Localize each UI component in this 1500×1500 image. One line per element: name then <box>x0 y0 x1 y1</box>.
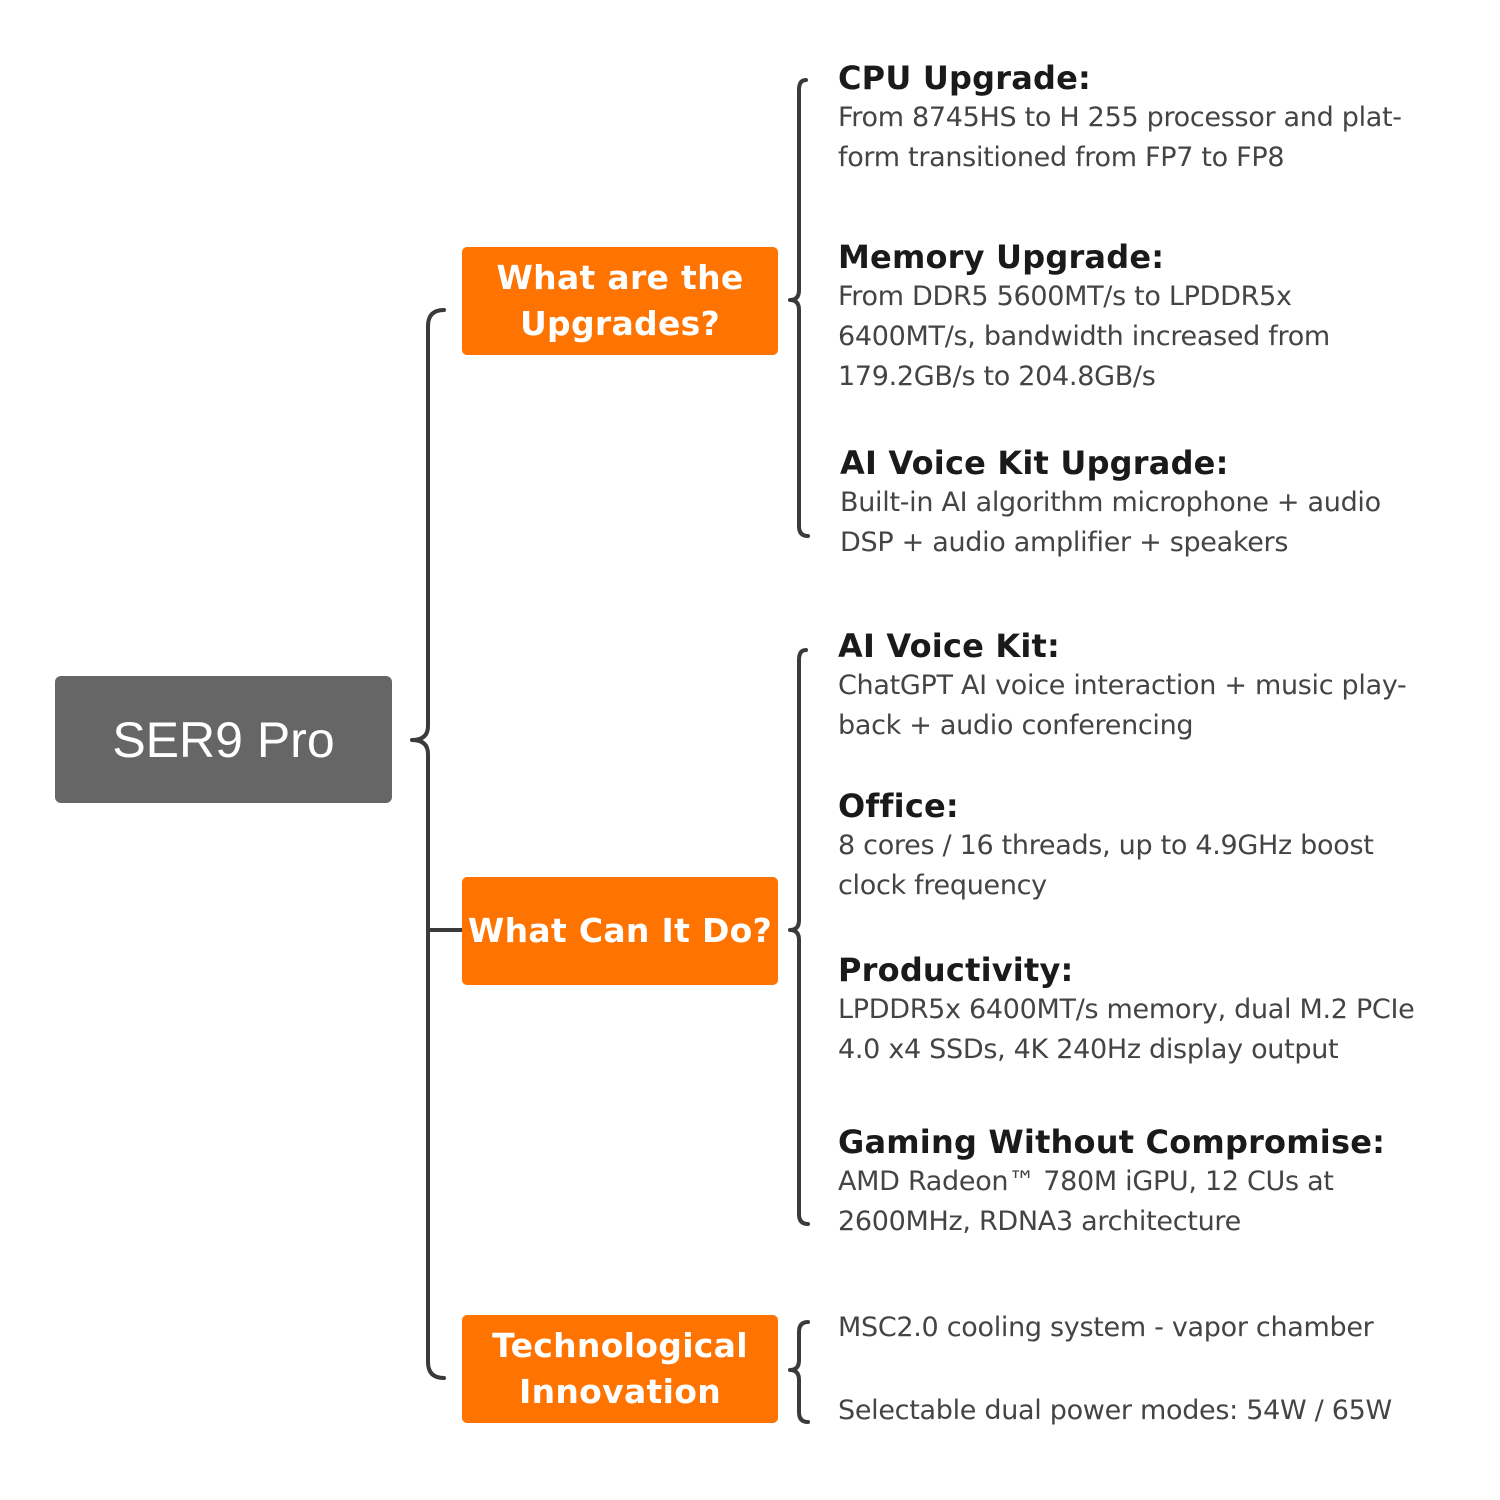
branch-3-brace <box>788 1320 810 1424</box>
leaf-cooling: MSC2.0 cooling system - vapor chamber <box>838 1308 1478 1348</box>
leaf-text: From DDR5 5600MT/s to LPDDR5x 6400MT/s, … <box>838 281 1330 392</box>
leaf-title: Productivity: <box>838 951 1074 989</box>
leaf-text: Built-in AI algorithm microphone + audio… <box>840 487 1381 558</box>
leaf-title: CPU Upgrade: <box>838 59 1092 97</box>
root-brace <box>410 308 446 1380</box>
leaf-title: Office: <box>838 787 959 825</box>
root-node: SER9 Pro <box>55 676 392 803</box>
leaf-text: LPDDR5x 6400MT/s memory, dual M.2 PCIe 4… <box>838 994 1415 1065</box>
leaf-productivity: Productivity: LPDDR5x 6400MT/s memory, d… <box>838 950 1478 1070</box>
leaf-title: AI Voice Kit: <box>838 627 1061 665</box>
branch-label: Technological Innovation <box>492 1326 748 1411</box>
leaf-text: AMD Radeon™ 780M iGPU, 12 CUs at 2600MHz… <box>838 1166 1334 1237</box>
branch-label: What are the Upgrades? <box>496 258 744 343</box>
leaf-cpu-upgrade: CPU Upgrade: From 8745HS to H 255 proces… <box>838 58 1478 178</box>
branch-innovation: Technological Innovation <box>462 1315 778 1423</box>
leaf-power-modes: Selectable dual power modes: 54W / 65W <box>838 1391 1478 1431</box>
branch-1-brace <box>788 78 810 538</box>
leaf-office: Office: 8 cores / 16 threads, up to 4.9G… <box>838 786 1478 906</box>
branch-upgrades: What are the Upgrades? <box>462 247 778 355</box>
leaf-text: ChatGPT AI voice interaction + music pla… <box>838 670 1407 741</box>
branch-2-brace <box>788 648 810 1226</box>
leaf-title: AI Voice Kit Upgrade: <box>840 444 1229 482</box>
leaf-ai-voice-kit: AI Voice Kit: ChatGPT AI voice interacti… <box>838 626 1478 746</box>
leaf-text: MSC2.0 cooling system - vapor chamber <box>838 1312 1374 1343</box>
branch-label: What Can It Do? <box>467 911 773 950</box>
leaf-ai-voice-upgrade: AI Voice Kit Upgrade: Built-in AI algori… <box>840 443 1480 563</box>
leaf-text: Selectable dual power modes: 54W / 65W <box>838 1395 1392 1426</box>
leaf-text: From 8745HS to H 255 processor and plat-… <box>838 102 1402 173</box>
leaf-text: 8 cores / 16 threads, up to 4.9GHz boost… <box>838 830 1374 901</box>
leaf-title: Gaming Without Compromise: <box>838 1123 1386 1161</box>
leaf-memory-upgrade: Memory Upgrade: From DDR5 5600MT/s to LP… <box>838 237 1478 397</box>
branch-capabilities: What Can It Do? <box>462 877 778 985</box>
leaf-title: Memory Upgrade: <box>838 238 1165 276</box>
leaf-gaming: Gaming Without Compromise: AMD Radeon™ 7… <box>838 1122 1478 1242</box>
root-label: SER9 Pro <box>112 711 335 768</box>
